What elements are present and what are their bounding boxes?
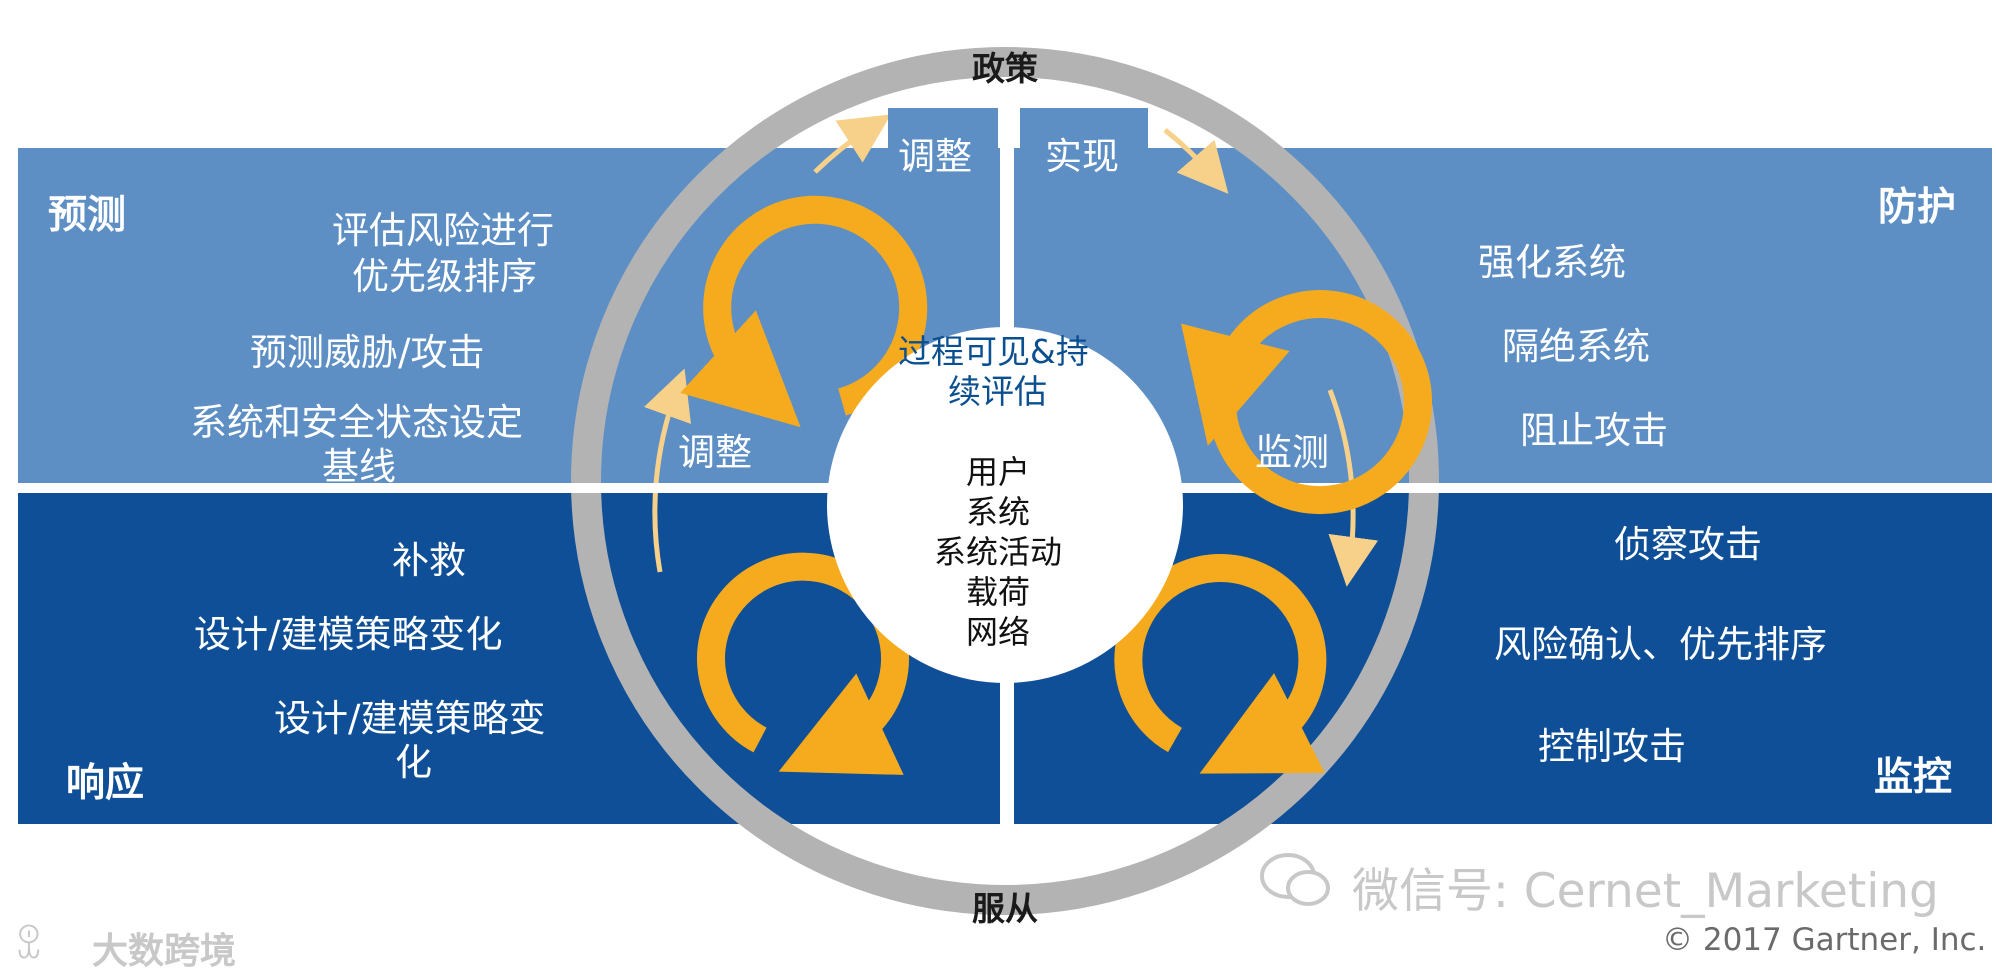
brand-logo-icon: ꀾ <box>14 923 44 967</box>
center-circle <box>827 327 1183 683</box>
brand-logo-text: 大数跨境 <box>92 931 237 972</box>
tab-implement-bg <box>1020 108 1148 180</box>
respond-item-3b: 化 <box>395 741 432 784</box>
monitor-item-3: 控制攻击 <box>1538 725 1686 768</box>
outer-ring <box>571 47 1439 915</box>
orange-arrow-bottom-left <box>697 552 909 775</box>
wechat-icon <box>1258 850 1334 910</box>
center-heading-line1: 过程可见&持 <box>898 332 1089 371</box>
respond-item-3a: 设计/建模策略变 <box>274 697 546 740</box>
orange-arrow-top-left <box>680 195 928 428</box>
center-item-users: 用户 <box>966 453 1031 491</box>
light-arrow-right <box>1327 389 1379 587</box>
inner-label-detect: 监测 <box>1255 431 1329 474</box>
ring-label-policy: 政策 <box>972 49 1038 88</box>
predict-item-2: 预测威胁/攻击 <box>250 331 485 374</box>
light-arrow-left <box>643 368 691 573</box>
predict-item-1a: 评估风险进行 <box>332 209 554 252</box>
ring-label-compliance: 服从 <box>972 889 1038 928</box>
quadrant-title-predict: 预测 <box>48 193 127 238</box>
tab-adjust-bg <box>888 108 998 180</box>
monitor-item-2: 风险确认、优先排序 <box>1494 623 1827 666</box>
predict-item-3b: 基线 <box>322 445 396 488</box>
quadrant-title-monitor: 监控 <box>1874 755 1953 800</box>
tab-implement-label: 实现 <box>1045 135 1119 178</box>
quadrant-title-respond: 响应 <box>66 761 145 806</box>
monitor-item-1: 侦察攻击 <box>1614 523 1762 566</box>
copyright-text: © 2017 Gartner, Inc. <box>1662 922 1987 958</box>
center-item-network: 网络 <box>966 613 1031 651</box>
inner-label-adjust: 调整 <box>678 431 752 474</box>
band-top-right <box>1014 148 1992 483</box>
center-heading-line2: 续评估 <box>948 372 1047 411</box>
predict-item-3a: 系统和安全状态设定 <box>190 401 523 444</box>
respond-item-2: 设计/建模策略变化 <box>194 613 503 656</box>
center-item-system-activity: 系统活动 <box>934 533 1063 571</box>
orange-arrow-top-right <box>1181 290 1432 515</box>
protect-item-1: 强化系统 <box>1478 241 1626 284</box>
protect-item-3: 阻止攻击 <box>1520 409 1668 452</box>
center-item-payload: 载荷 <box>966 573 1031 611</box>
respond-item-1: 补救 <box>392 539 466 582</box>
protect-item-2: 隔绝系统 <box>1502 325 1650 368</box>
light-arrow-upper-right <box>1163 128 1229 194</box>
predict-item-1b: 优先级排序 <box>352 255 537 298</box>
wechat-watermark: 微信号: Cernet_Marketing <box>1352 864 1939 919</box>
quadrant-title-protect: 防护 <box>1878 185 1957 230</box>
center-item-systems: 系统 <box>966 493 1031 531</box>
tab-adjust-label: 调整 <box>898 135 972 178</box>
orange-arrow-bottom-right <box>1114 553 1327 774</box>
light-arrow-upper-left <box>813 114 891 174</box>
